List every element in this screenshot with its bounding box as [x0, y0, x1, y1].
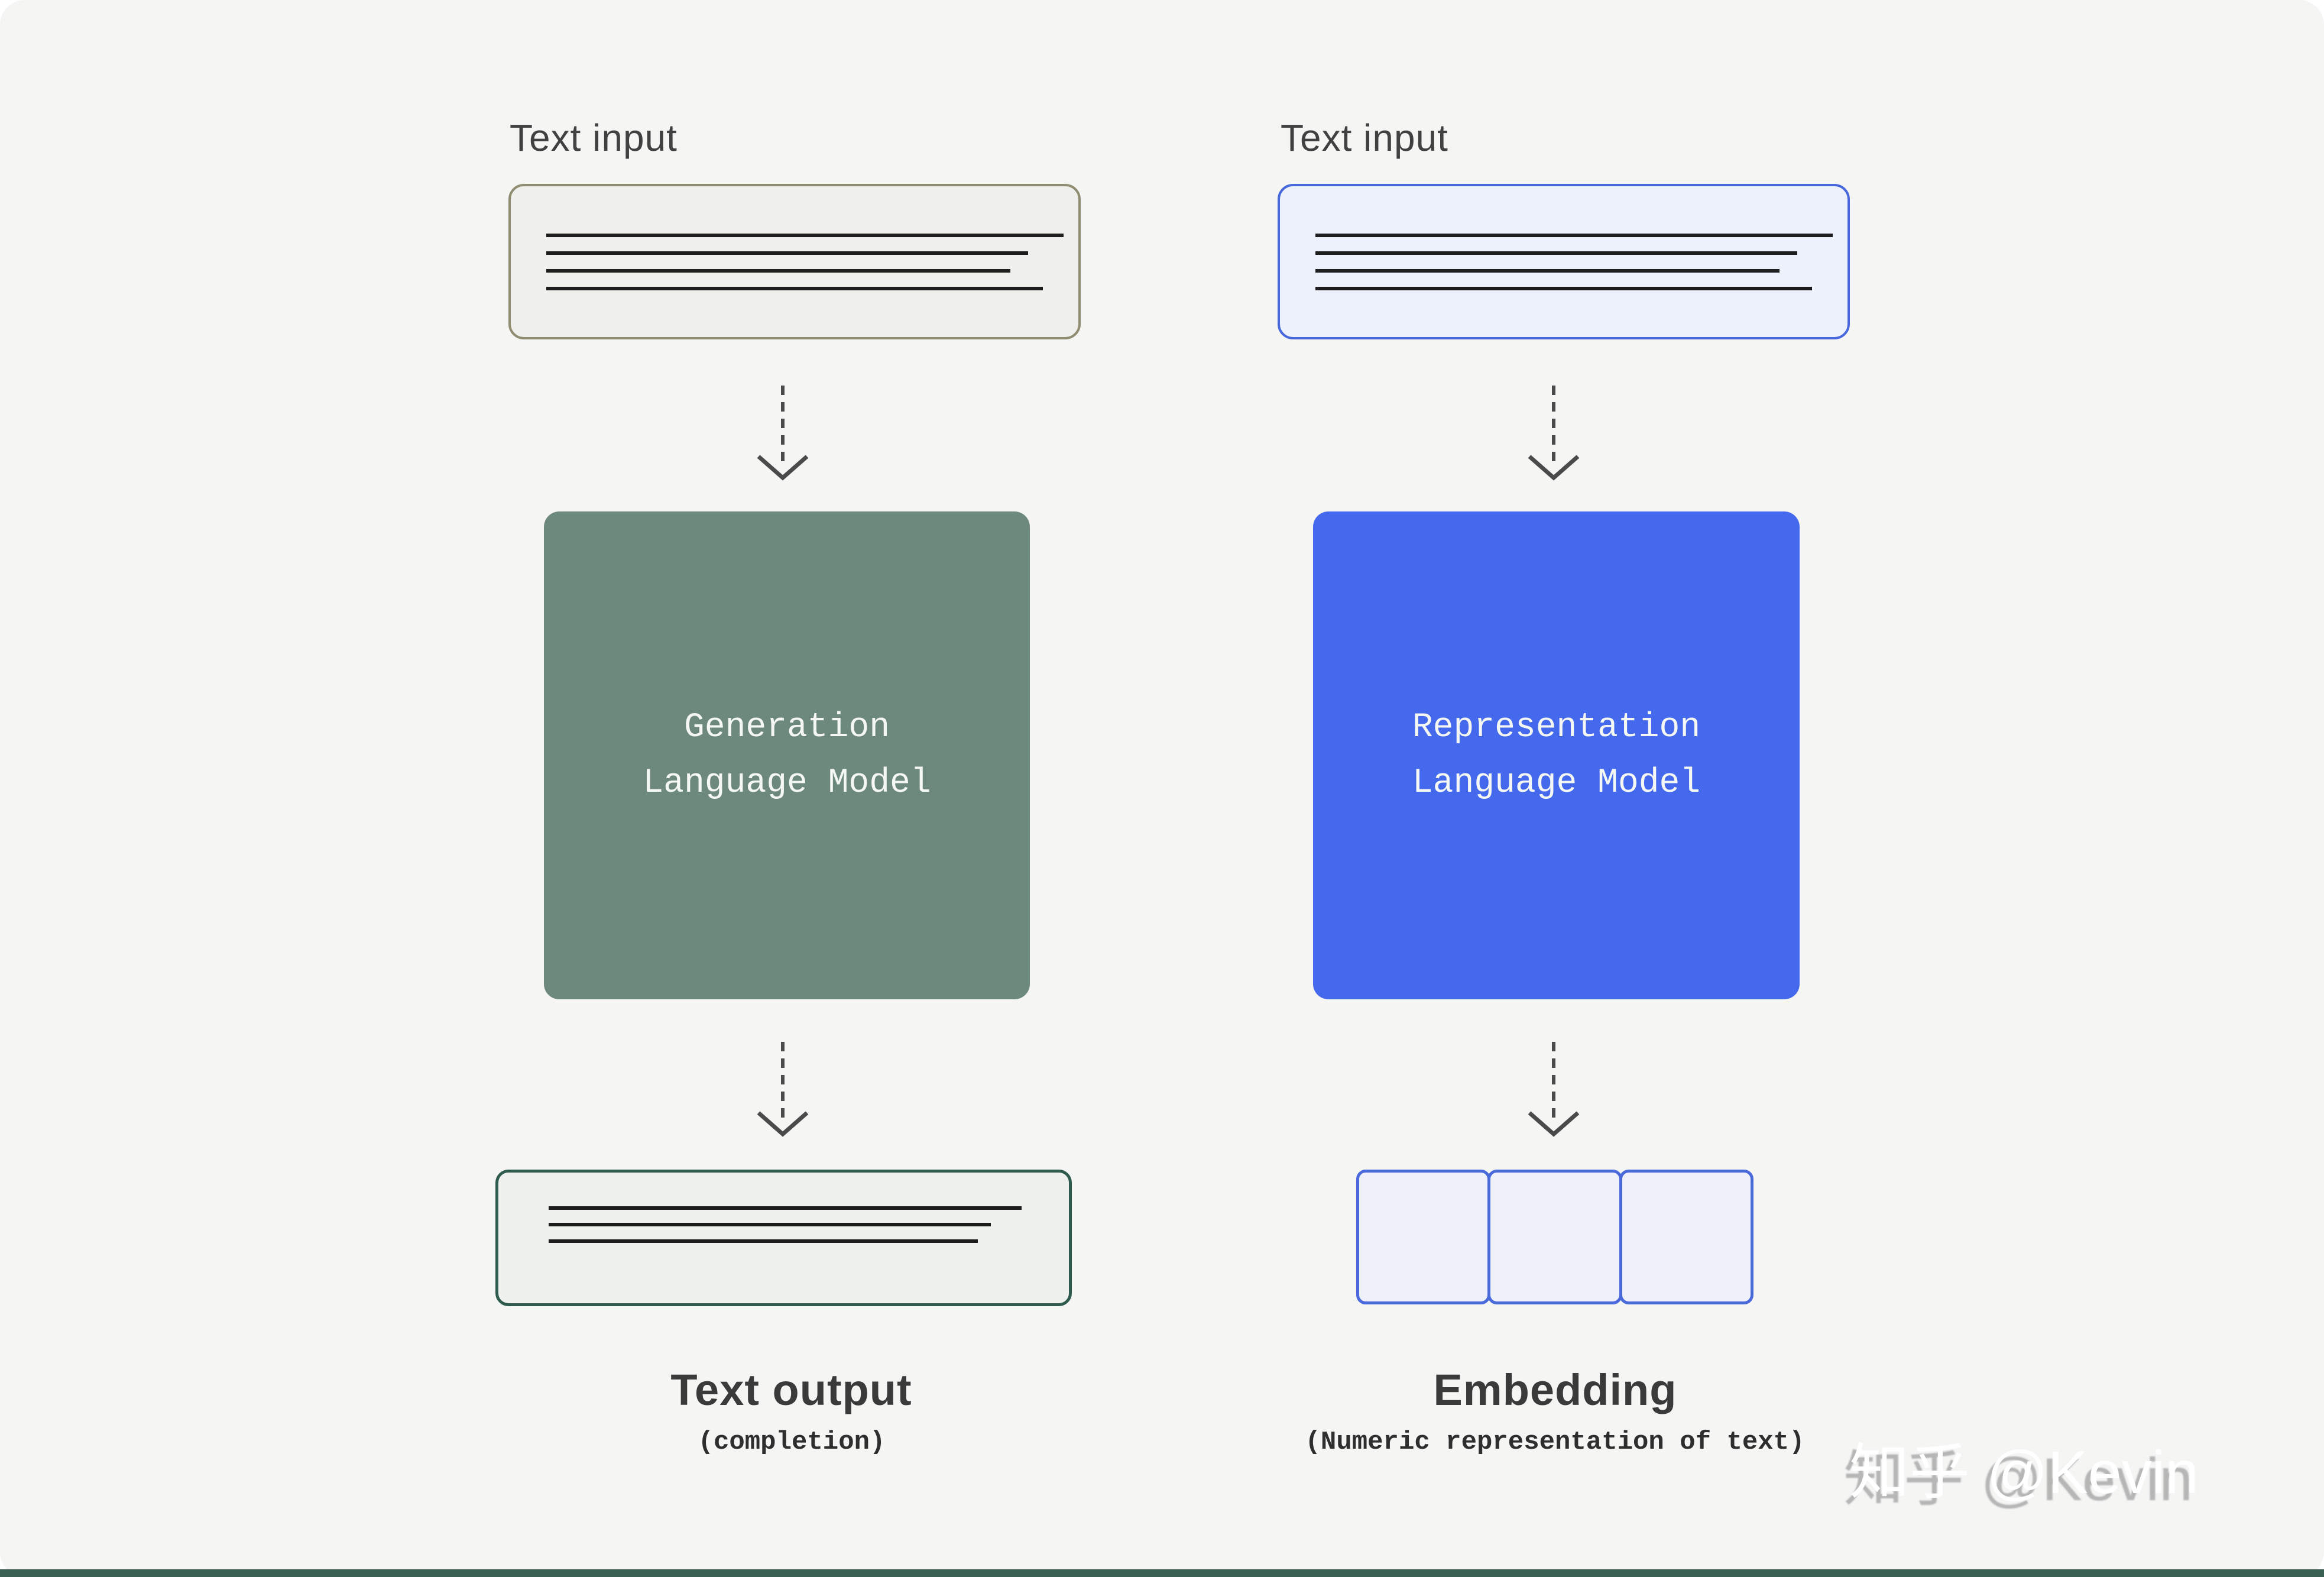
arrow-down-icon: [1528, 386, 1580, 481]
placeholder-text-line: [1315, 251, 1797, 255]
text-output-box: [495, 1170, 1072, 1306]
embedding-cell: [1356, 1170, 1491, 1304]
right-text-input-label: Text input: [1281, 116, 1448, 159]
embedding-cell: [1619, 1170, 1753, 1304]
generation-model-label: Generation Language Model: [643, 708, 931, 802]
placeholder-text-line: [546, 269, 1010, 273]
zhihu-watermark: 知乎 @Kevin: [1849, 1439, 2199, 1506]
right-text-input-box: [1278, 184, 1850, 339]
placeholder-text-line: [546, 287, 1043, 290]
arrow-down-icon: [757, 1042, 809, 1137]
representation-model-label: Representation Language Model: [1412, 708, 1701, 802]
representation-model-box: Representation Language Model: [1313, 511, 1800, 999]
generation-model-box: Generation Language Model: [544, 511, 1030, 999]
arrow-down-icon: [757, 386, 809, 481]
placeholder-text-line: [1315, 269, 1780, 273]
placeholder-text-line: [549, 1239, 978, 1243]
arrow-down-icon: [1528, 1042, 1580, 1137]
bottom-edge-strip: [0, 1569, 2324, 1577]
embedding-vector: [1356, 1170, 1759, 1304]
placeholder-text-line: [546, 251, 1028, 255]
embedding-cell: [1487, 1170, 1622, 1304]
text-output-caption: Text output: [670, 1365, 912, 1414]
placeholder-text-line: [1315, 287, 1812, 290]
placeholder-text-line: [1315, 234, 1833, 237]
left-text-input-box: [508, 184, 1081, 339]
embedding-subcaption: (Numeric representation of text): [1305, 1427, 1805, 1457]
embedding-caption: Embedding: [1433, 1365, 1677, 1414]
placeholder-text-line: [549, 1206, 1022, 1210]
left-text-input-label: Text input: [510, 116, 678, 159]
placeholder-text-line: [549, 1223, 991, 1226]
placeholder-text-line: [546, 234, 1064, 237]
completion-subcaption: (completion): [698, 1427, 886, 1457]
